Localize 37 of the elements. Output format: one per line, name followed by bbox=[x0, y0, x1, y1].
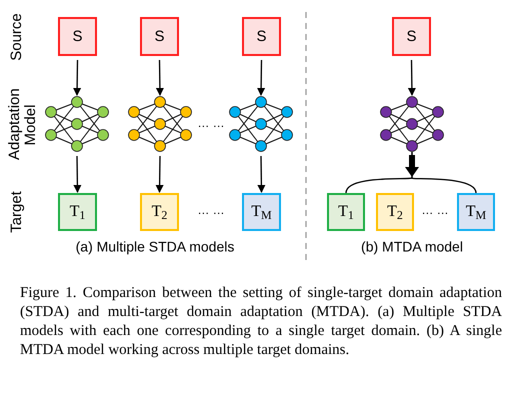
domain-label: T$_{1}$ bbox=[338, 202, 354, 224]
domain-label: T$_{1}$ bbox=[70, 202, 86, 224]
row-label: Target bbox=[6, 191, 26, 233]
domain-box bbox=[242, 193, 281, 231]
domain-box bbox=[457, 193, 495, 231]
arrow bbox=[73, 60, 82, 96]
domain-label: S bbox=[256, 26, 266, 46]
panel-caption: (b) MTDA model bbox=[361, 238, 463, 256]
domain-box bbox=[140, 17, 179, 56]
ellipsis: … … bbox=[421, 202, 449, 219]
domain-box bbox=[242, 17, 281, 56]
domain-box bbox=[58, 17, 97, 56]
row-label: Source bbox=[6, 13, 26, 61]
domain-label: S bbox=[72, 26, 82, 46]
domain-label: T$_{M}$ bbox=[251, 202, 272, 224]
arrow bbox=[257, 60, 266, 96]
domain-label: S bbox=[154, 26, 164, 46]
domain-box bbox=[327, 193, 365, 231]
domain-label: T$_{2}$ bbox=[387, 202, 403, 224]
domain-label: T$_{2}$ bbox=[152, 202, 168, 224]
ellipsis: … … bbox=[197, 115, 225, 132]
domain-box bbox=[140, 193, 179, 231]
arrow bbox=[257, 156, 266, 193]
thick-arrow bbox=[405, 155, 419, 177]
row-label: Adaptation Model bbox=[7, 90, 39, 160]
domain-box bbox=[58, 193, 97, 231]
panel-caption: (a) Multiple STDA models bbox=[76, 238, 234, 256]
arrow bbox=[156, 60, 164, 96]
domain-label: S bbox=[406, 26, 416, 46]
ellipsis: … … bbox=[197, 202, 225, 219]
figure-caption: Figure 1. Comparison between the setting of single-target domain adaptation (STDA) and multi-target domain adaptation (MTDA). (a) Multiple STDA models with each one corresponding to a single target domain. (b) A single MTDA model working across multiple target domains. bbox=[20, 284, 502, 360]
domain-box bbox=[376, 193, 414, 231]
domain-box bbox=[392, 17, 431, 56]
domain-label: T$_{M}$ bbox=[466, 202, 486, 224]
arrow bbox=[156, 156, 164, 193]
arrow bbox=[408, 60, 416, 96]
arrow bbox=[73, 156, 82, 193]
